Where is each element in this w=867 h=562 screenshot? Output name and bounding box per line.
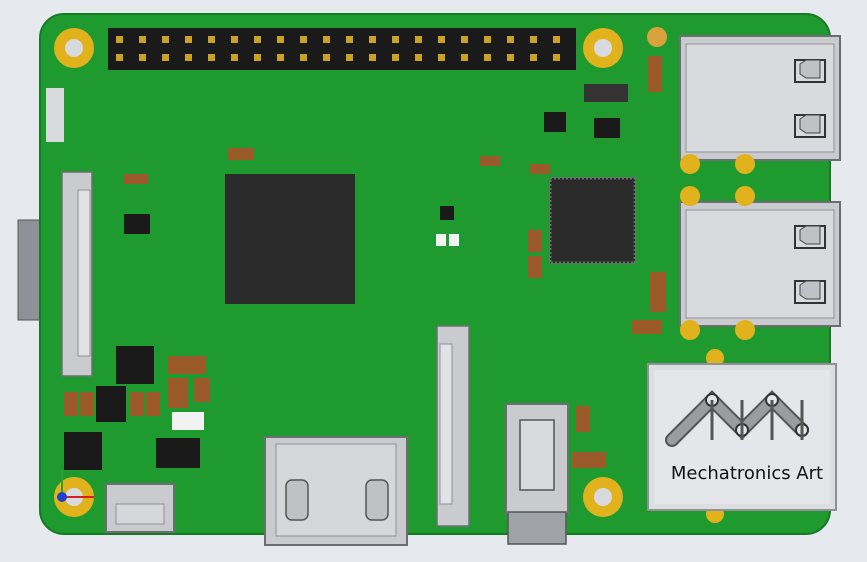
axis-triad-icon	[57, 470, 94, 502]
gpio-pin	[369, 36, 376, 43]
gpio-pin	[461, 36, 468, 43]
micro-usb-port	[105, 483, 175, 533]
lan-chip	[548, 176, 637, 265]
usb-port-bottom	[679, 201, 841, 327]
gpio-pin	[461, 54, 468, 61]
gpio-header	[108, 28, 576, 70]
gpio-pin	[231, 36, 238, 43]
gpio-pin	[507, 54, 514, 61]
gpio-pin	[530, 36, 537, 43]
gpio-pin	[553, 54, 560, 61]
gpio-pin	[277, 54, 284, 61]
gpio-pin	[116, 54, 123, 61]
gpio-pin	[346, 54, 353, 61]
resistors	[64, 56, 666, 468]
display-ribbon-connector	[61, 171, 93, 377]
gpio-pin	[530, 54, 537, 61]
components	[64, 84, 628, 470]
gpio-pin	[254, 54, 261, 61]
gpio-pin	[208, 36, 215, 43]
gpio-pin	[323, 36, 330, 43]
gpio-pin	[139, 54, 146, 61]
gpio-pin	[346, 36, 353, 43]
audio-jack	[505, 403, 569, 545]
gpio-pin	[484, 36, 491, 43]
mechatronics-art-logo	[665, 390, 809, 447]
gpio-pin	[323, 54, 330, 61]
camera-ribbon-connector	[436, 325, 470, 527]
gpio-pin	[254, 36, 261, 43]
gpio-pin	[162, 36, 169, 43]
gpio-pin	[116, 36, 123, 43]
gpio-pin	[438, 36, 445, 43]
soc-chip	[225, 174, 355, 304]
gpio-pin	[185, 36, 192, 43]
gpio-pin	[208, 54, 215, 61]
gpio-pin	[415, 54, 422, 61]
gpio-pin	[231, 54, 238, 61]
gpio-pin	[185, 54, 192, 61]
gpio-pin	[484, 54, 491, 61]
hdmi-port	[264, 436, 408, 546]
watermark-text: Mechatronics Art	[670, 463, 824, 484]
gpio-pin	[415, 36, 422, 43]
gpio-pin	[392, 54, 399, 61]
gpio-pin	[392, 36, 399, 43]
gpio-pin	[553, 36, 560, 43]
gpio-pin	[300, 54, 307, 61]
gpio-pin	[300, 36, 307, 43]
gpio-pin	[139, 36, 146, 43]
gpio-pin	[162, 54, 169, 61]
gpio-pin	[507, 36, 514, 43]
gpio-pin	[438, 54, 445, 61]
usb-port-top	[679, 35, 841, 161]
mounting-holes	[54, 27, 667, 517]
gpio-pin	[369, 54, 376, 61]
gpio-pin	[277, 36, 284, 43]
